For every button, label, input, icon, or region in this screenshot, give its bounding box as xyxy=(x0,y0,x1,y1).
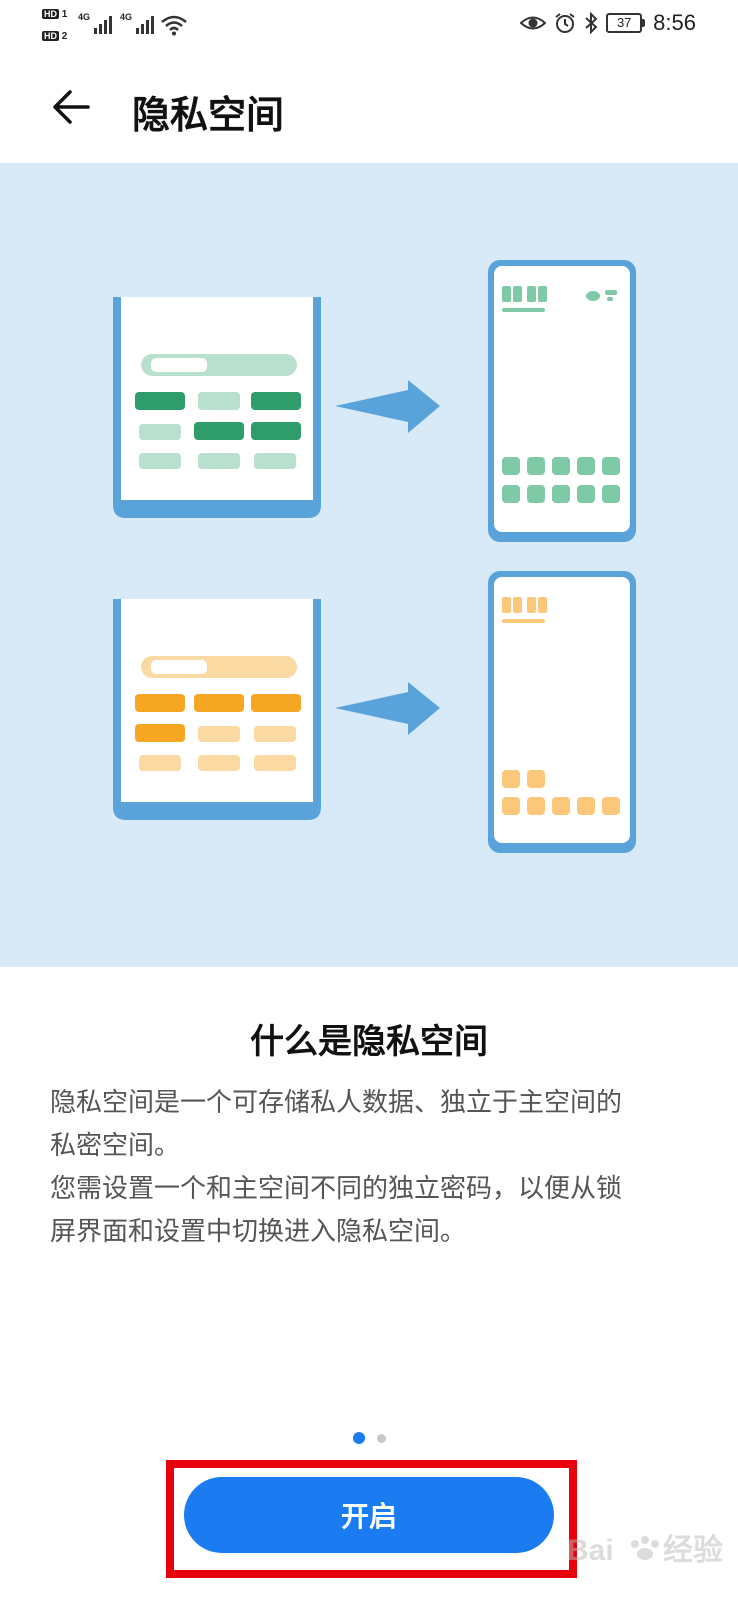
highlight-box xyxy=(166,1460,577,1578)
bluetooth-icon xyxy=(585,12,598,34)
page-title: 隐私空间 xyxy=(132,93,285,137)
enable-button[interactable]: 开启 xyxy=(184,1477,554,1553)
svg-text:Bai: Bai xyxy=(567,1534,614,1567)
eye-icon xyxy=(520,16,547,30)
intro-line: 屏界面和设置中切换进入隐私空间。 xyxy=(50,1217,467,1247)
hd-voice-icon-1: HD 1 xyxy=(42,9,68,20)
intro-line: 隐私空间是一个可存储私人数据、独立于主空间的 xyxy=(50,1088,623,1118)
page-indicator xyxy=(0,1432,738,1444)
arrow-icon-2 xyxy=(335,682,440,735)
hd-voice-icon-2: HD 2 xyxy=(42,31,68,42)
intro-line: 您需设置一个和主空间不同的独立密码，以便从锁 xyxy=(50,1174,623,1204)
signal-icon-2: 4G xyxy=(120,12,155,34)
illustration-graphic xyxy=(113,260,636,853)
main-space-phone xyxy=(488,260,636,542)
wifi-icon xyxy=(161,15,187,36)
app-bar: 隐私空间 xyxy=(0,60,738,160)
arrow-left-icon xyxy=(53,90,90,124)
intro-description: 隐私空间是一个可存储私人数据、独立于主空间的 私密空间。 您需设置一个和主空间不… xyxy=(50,1082,700,1254)
intro-title: 什么是隐私空间 xyxy=(250,1022,488,1062)
status-bar: HD 1 HD 2 4G 4G 37 8:56 xyxy=(0,0,738,52)
private-space-app-list xyxy=(113,599,321,820)
back-button[interactable] xyxy=(48,82,98,132)
intro-line: 私密空间。 xyxy=(50,1131,181,1161)
battery-icon: 37 xyxy=(606,13,646,33)
page-dot-active[interactable] xyxy=(352,1432,365,1444)
baidu-watermark-logo: Bai 经验 xyxy=(567,1533,723,1567)
status-time: 8:56 xyxy=(653,10,696,35)
main-space-app-list xyxy=(113,297,321,518)
intro-illustration xyxy=(0,163,738,967)
private-space-phone xyxy=(488,571,636,853)
page-dot[interactable] xyxy=(376,1433,386,1443)
signal-icon-1: 4G xyxy=(78,12,113,34)
svg-text:经验: 经验 xyxy=(663,1533,723,1567)
alarm-icon xyxy=(555,13,575,33)
arrow-icon-1 xyxy=(335,380,440,433)
